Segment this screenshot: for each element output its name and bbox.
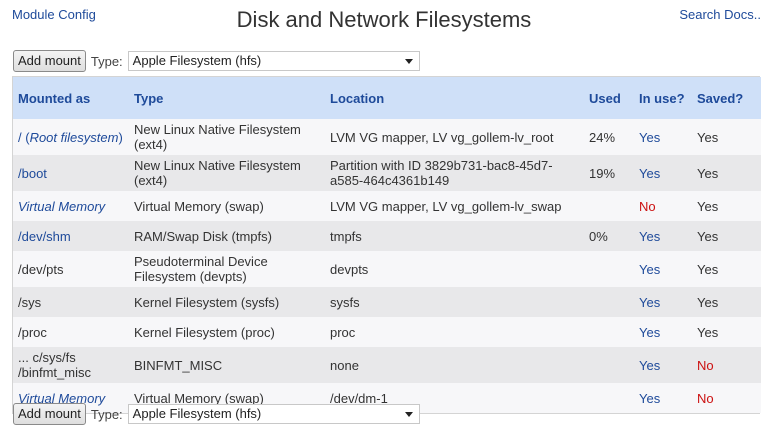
mounted-as-cell: /proc xyxy=(13,317,129,347)
type-cell: Kernel Filesystem (proc) xyxy=(129,317,325,347)
used-cell xyxy=(584,251,634,287)
col-type[interactable]: Type xyxy=(129,77,325,119)
mount-link[interactable]: /boot xyxy=(18,165,47,181)
filesystems-table: Mounted as Type Location Used In use? Sa… xyxy=(12,76,761,414)
chevron-down-icon xyxy=(404,59,413,64)
mount-link[interactable]: Virtual Memory xyxy=(18,198,106,214)
in-use-cell[interactable]: Yes xyxy=(634,119,692,155)
in-use-cell[interactable]: Yes xyxy=(634,251,692,287)
col-used[interactable]: Used xyxy=(584,77,634,119)
type-cell: New Linux Native Filesystem (ext4) xyxy=(129,119,325,155)
type-cell: Virtual Memory (swap) xyxy=(129,191,325,221)
location-cell: LVM VG mapper, LV vg_gollem-lv_swap xyxy=(325,191,584,221)
location-cell: none xyxy=(325,347,584,383)
add-mount-button[interactable]: Add mount xyxy=(13,403,86,425)
selected-type: Apple Filesystem (hfs) xyxy=(132,53,262,68)
location-cell: LVM VG mapper, LV vg_gollem-lv_root xyxy=(325,119,584,155)
used-cell xyxy=(584,317,634,347)
location-cell: proc xyxy=(325,317,584,347)
module-config-link[interactable]: Module Config xyxy=(12,7,96,22)
col-mounted-as[interactable]: Mounted as xyxy=(13,77,129,119)
mount-link[interactable]: /dev/shm xyxy=(18,228,71,244)
location-cell: tmpfs xyxy=(325,221,584,251)
col-in-use[interactable]: In use? xyxy=(634,77,692,119)
table-row: /boot New Linux Native Filesystem (ext4)… xyxy=(13,155,761,191)
table-row: /dev/pts Pseudoterminal Device Filesyste… xyxy=(13,251,761,287)
in-use-cell[interactable]: Yes xyxy=(634,287,692,317)
in-use-cell[interactable]: Yes xyxy=(634,221,692,251)
type-cell: Kernel Filesystem (sysfs) xyxy=(129,287,325,317)
page-title: Disk and Network Filesystems xyxy=(236,7,532,32)
saved-cell: Yes xyxy=(692,155,761,191)
add-mount-form-bottom: Add mount Type: Apple Filesystem (hfs) xyxy=(13,403,420,425)
used-cell xyxy=(584,287,634,317)
mounted-as-cell: /dev/pts xyxy=(13,251,129,287)
used-cell: 19% xyxy=(584,155,634,191)
table-row: ... c/sys/fs /binfmt_misc BINFMT_MISC no… xyxy=(13,347,761,383)
col-location[interactable]: Location xyxy=(325,77,584,119)
location-cell: Partition with ID 3829b731-bac8-45d7-a58… xyxy=(325,155,584,191)
used-cell: 24% xyxy=(584,119,634,155)
in-use-cell[interactable]: No xyxy=(634,191,692,221)
add-mount-button[interactable]: Add mount xyxy=(13,50,86,72)
table-row: Virtual Memory Virtual Memory (swap) LVM… xyxy=(13,191,761,221)
col-saved[interactable]: Saved? xyxy=(692,77,761,119)
mounted-as-cell: ... c/sys/fs /binfmt_misc xyxy=(13,347,129,383)
in-use-cell[interactable]: Yes xyxy=(634,347,692,383)
saved-cell: Yes xyxy=(692,221,761,251)
filesystem-type-select[interactable]: Apple Filesystem (hfs) xyxy=(127,51,420,71)
used-cell xyxy=(584,191,634,221)
used-cell xyxy=(584,347,634,383)
location-cell: devpts xyxy=(325,251,584,287)
search-docs-link[interactable]: Search Docs.. xyxy=(679,7,761,22)
mounted-as-cell: /sys xyxy=(13,287,129,317)
table-row: /dev/shm RAM/Swap Disk (tmpfs) tmpfs 0% … xyxy=(13,221,761,251)
type-cell: Pseudoterminal Device Filesystem (devpts… xyxy=(129,251,325,287)
in-use-cell[interactable]: Yes xyxy=(634,317,692,347)
mount-link[interactable]: Virtual Memory xyxy=(18,390,106,406)
type-cell: RAM/Swap Disk (tmpfs) xyxy=(129,221,325,251)
table-row: Virtual Memory Virtual Memory (swap) /de… xyxy=(13,383,761,413)
table-row: /sys Kernel Filesystem (sysfs) sysfs Yes… xyxy=(13,287,761,317)
mount-link[interactable]: / (Root filesystem) xyxy=(18,129,123,145)
location-cell: sysfs xyxy=(325,287,584,317)
table-row: / (Root filesystem) New Linux Native Fil… xyxy=(13,119,761,155)
saved-cell: Yes xyxy=(692,119,761,155)
saved-cell: Yes xyxy=(692,317,761,347)
selected-type: Apple Filesystem (hfs) xyxy=(132,406,262,421)
type-cell: New Linux Native Filesystem (ext4) xyxy=(129,155,325,191)
table-row: /proc Kernel Filesystem (proc) proc Yes … xyxy=(13,317,761,347)
used-cell: 0% xyxy=(584,221,634,251)
add-mount-form-top: Add mount Type: Apple Filesystem (hfs) xyxy=(13,50,420,72)
saved-cell: Yes xyxy=(692,287,761,317)
type-cell: BINFMT_MISC xyxy=(129,347,325,383)
filesystem-type-select[interactable]: Apple Filesystem (hfs) xyxy=(127,404,420,424)
used-cell xyxy=(584,383,634,413)
mounted-as-cell[interactable]: Virtual Memory xyxy=(13,191,129,221)
saved-cell: Yes xyxy=(692,191,761,221)
mounted-as-cell[interactable]: /dev/shm xyxy=(13,221,129,251)
mounted-as-cell[interactable]: /boot xyxy=(13,155,129,191)
table-header: Mounted as Type Location Used In use? Sa… xyxy=(13,77,761,119)
saved-cell: No xyxy=(692,347,761,383)
type-label: Type: xyxy=(90,406,123,422)
in-use-cell[interactable]: Yes xyxy=(634,383,692,413)
saved-cell: No xyxy=(692,383,761,413)
chevron-down-icon xyxy=(404,412,413,417)
saved-cell: Yes xyxy=(692,251,761,287)
mounted-as-cell[interactable]: / (Root filesystem) xyxy=(13,119,129,155)
type-label: Type: xyxy=(90,53,123,69)
in-use-cell[interactable]: Yes xyxy=(634,155,692,191)
